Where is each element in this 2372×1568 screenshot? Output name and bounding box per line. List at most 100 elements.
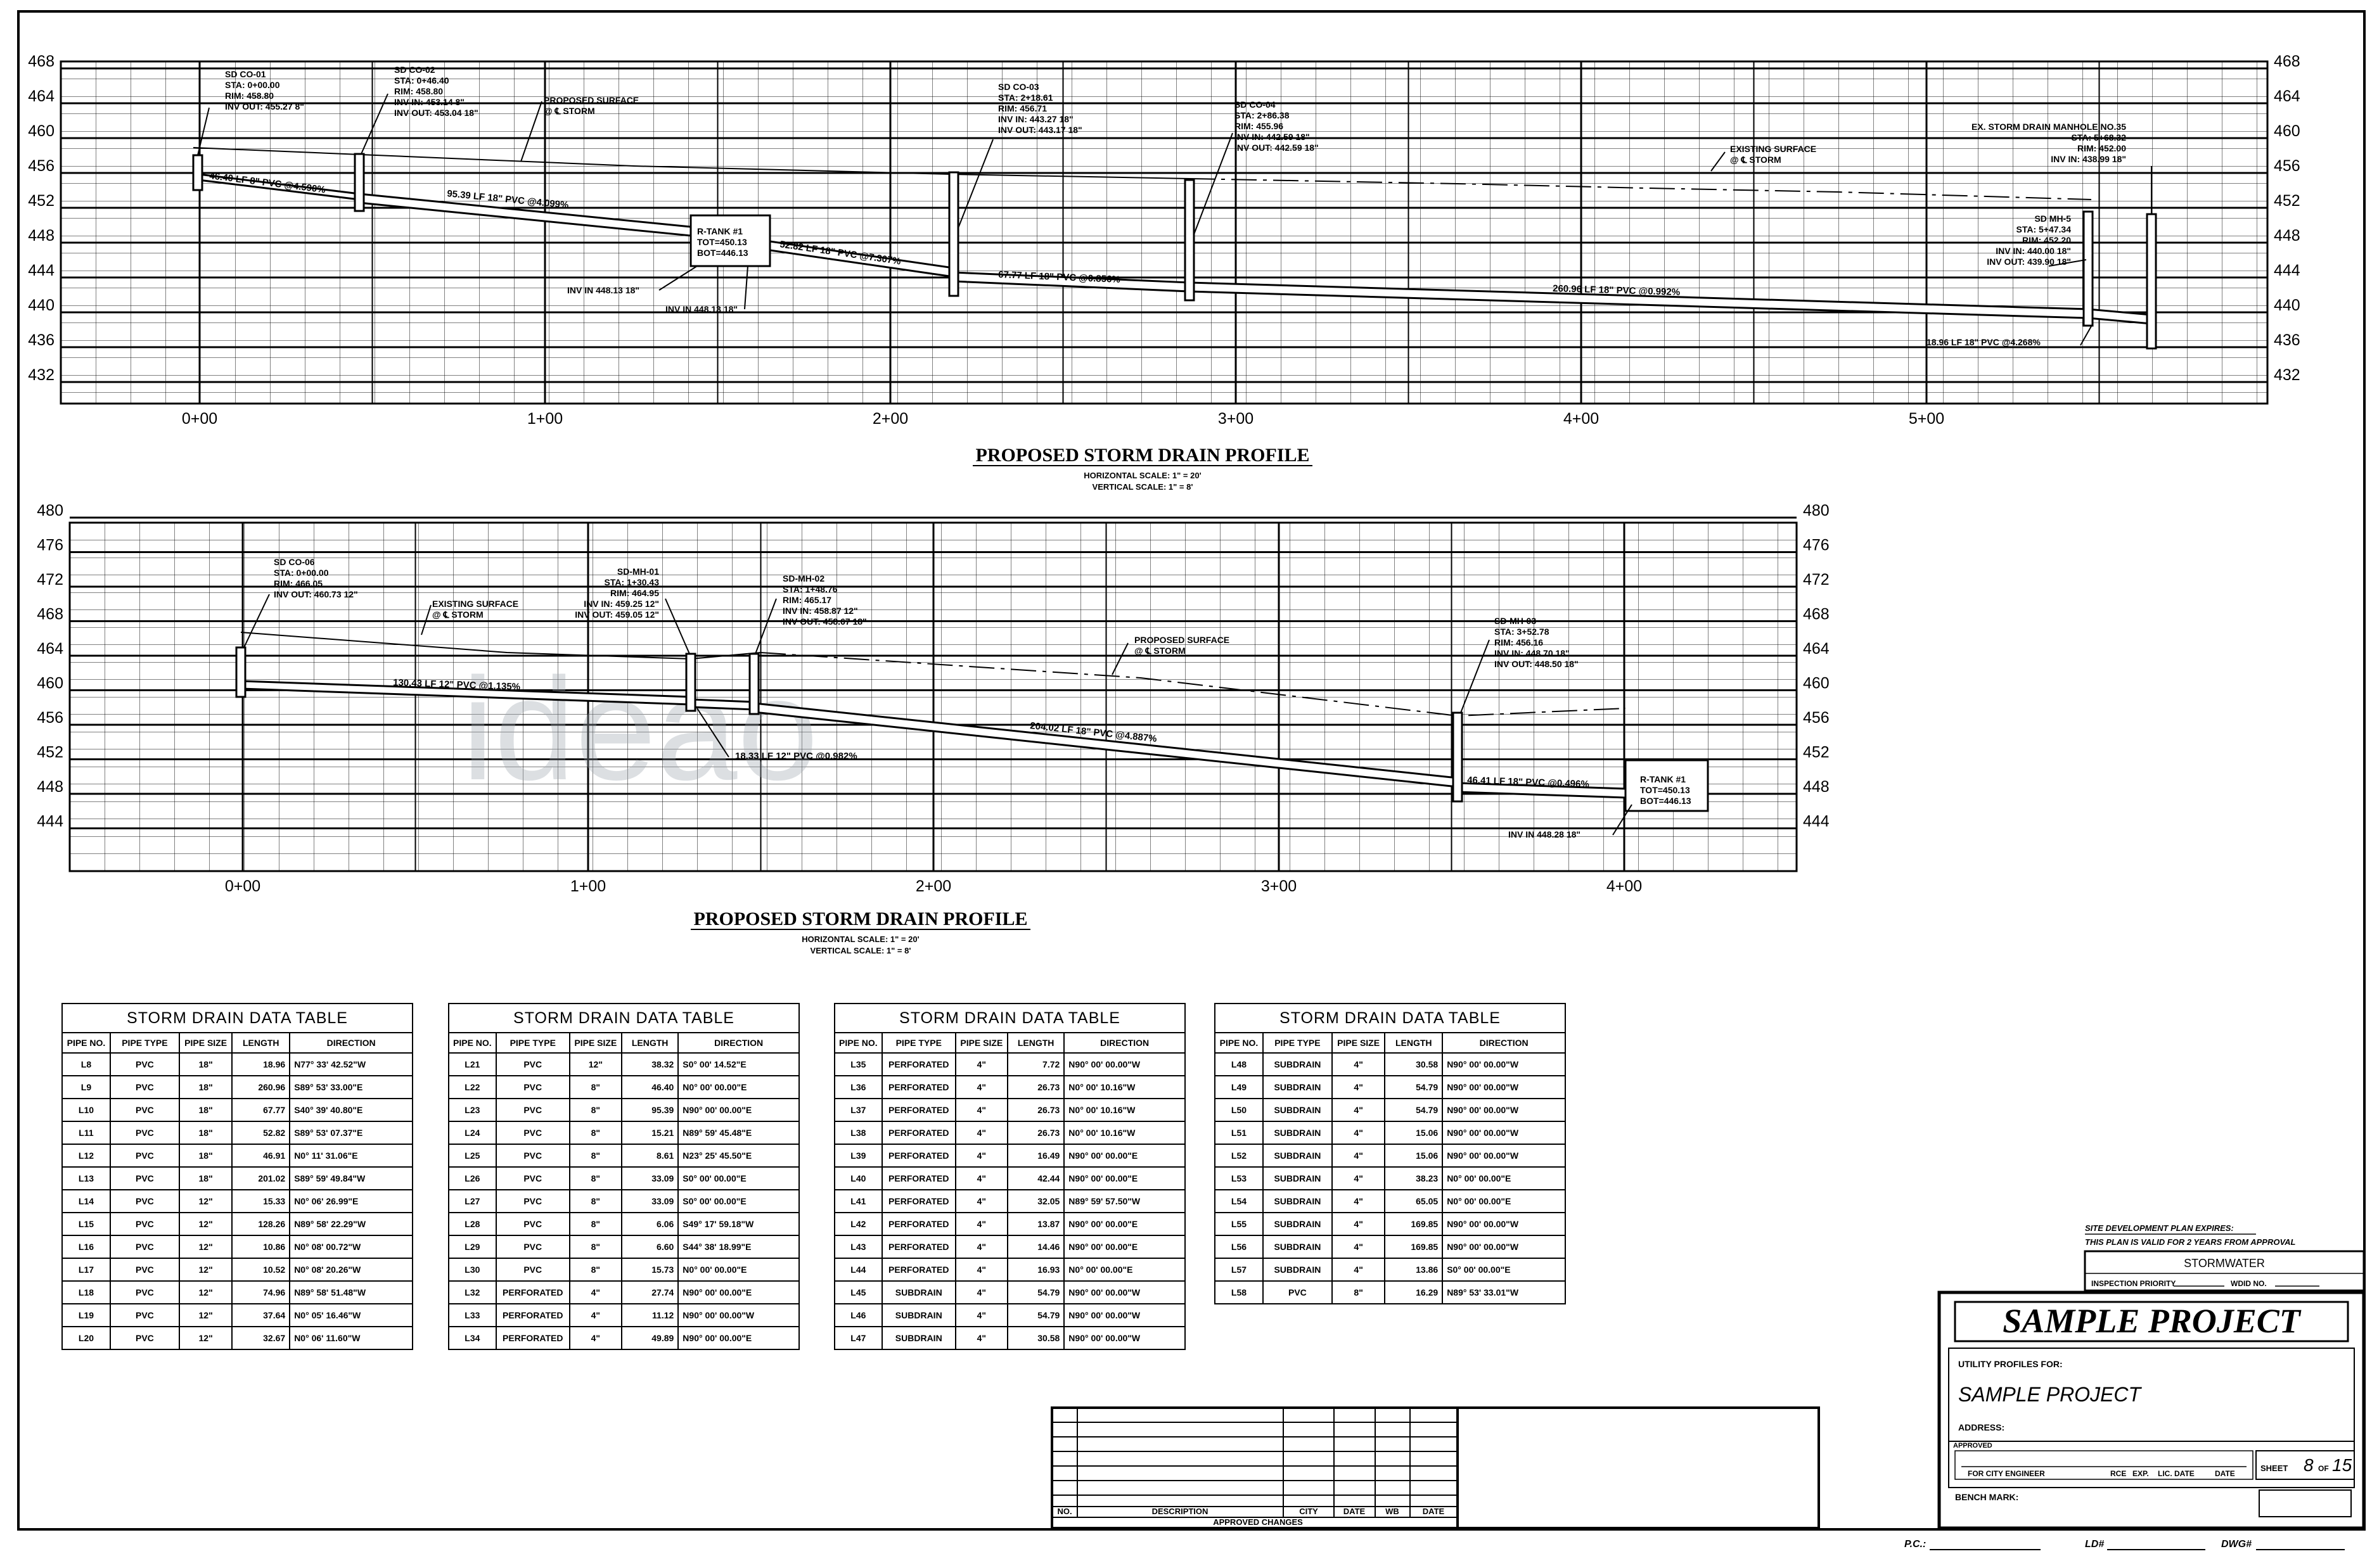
revision-header: DATE — [1343, 1507, 1366, 1516]
callout-text: RIM: 456.71 — [998, 103, 1047, 113]
table-cell: 10.52 — [231, 1258, 291, 1282]
table-cell: L39 — [834, 1144, 883, 1168]
table-cell: PVC — [495, 1098, 570, 1122]
table-cell: PERFORATED — [881, 1098, 956, 1122]
table-cell: 4" — [954, 1280, 1008, 1304]
table-cell: N90° 00' 00.00"W — [1063, 1326, 1186, 1350]
for-city-engineer-label: FOR CITY ENGINEER — [1968, 1469, 2045, 1478]
elevation-label-right: 472 — [1803, 571, 1830, 589]
table-cell: L24 — [448, 1121, 497, 1145]
table-cell: 18" — [178, 1052, 233, 1076]
table-cell: L55 — [1214, 1212, 1264, 1236]
table-cell: N0° 00' 10.16"W — [1063, 1075, 1186, 1099]
profile-1-vertical-scale: VERTICAL SCALE: 1" = 8' — [1093, 482, 1193, 492]
table-column-header: PIPE NO. — [448, 1032, 497, 1054]
date-label: DATE — [2215, 1469, 2235, 1478]
table-cell: N90° 00' 00.00"W — [1442, 1052, 1566, 1076]
table-cell: PVC — [495, 1121, 570, 1145]
table-cell: 12" — [568, 1052, 622, 1076]
table-cell: 54.79 — [1384, 1075, 1444, 1099]
table-cell: SUBDRAIN — [1262, 1052, 1333, 1076]
table-cell: N90° 00' 00.00"W — [1442, 1212, 1566, 1236]
callout-text: SD-MH-02 — [783, 573, 824, 583]
revision-header: DATE — [1423, 1507, 1445, 1516]
table-cell: L21 — [448, 1052, 497, 1076]
callout-text: SD CO-06 — [274, 557, 315, 567]
callout-text: RIM: 452.00 — [2077, 143, 2126, 153]
table-cell: L35 — [834, 1052, 883, 1076]
table-cell: 54.79 — [1006, 1280, 1065, 1304]
profile-1-title: PROPOSED STORM DRAIN PROFILE — [976, 445, 1310, 466]
table-cell: 4" — [954, 1075, 1008, 1099]
table-cell: L53 — [1214, 1166, 1264, 1190]
table-cell: 10.86 — [231, 1235, 291, 1259]
table-cell: SUBDRAIN — [1262, 1121, 1333, 1145]
table-cell: 18" — [178, 1098, 233, 1122]
table-cell: L26 — [448, 1166, 497, 1190]
table-cell: PVC — [495, 1212, 570, 1236]
callout-text: STA: 3+52.78 — [1494, 627, 1549, 637]
table-cell: PERFORATED — [881, 1166, 956, 1190]
callout-text: @ ℄ STORM — [1730, 155, 1781, 165]
project-name-title: SAMPLE PROJECT — [2003, 1302, 2302, 1340]
table-cell: PVC — [495, 1189, 570, 1213]
table-cell: 26.73 — [1006, 1121, 1065, 1145]
exp-label: EXP. — [2132, 1469, 2149, 1478]
callout-text: RIM: 466.05 — [274, 578, 323, 589]
callout-text: INV IN: 440.00 18" — [1996, 246, 2071, 256]
table-cell: L49 — [1214, 1075, 1264, 1099]
table-cell: PVC — [109, 1258, 180, 1282]
pipe-label: 46.41 LF 18" PVC @0.496% — [1467, 775, 1589, 790]
table-cell: N90° 00' 00.00"E — [1063, 1166, 1186, 1190]
table-cell: 30.58 — [1006, 1326, 1065, 1350]
elevation-label-left: 460 — [28, 122, 54, 140]
table-cell: L44 — [834, 1258, 883, 1282]
callout-text: INV IN 448.28 18" — [1508, 829, 1580, 839]
table-cell: 8" — [568, 1121, 622, 1145]
elevation-label-right: 452 — [2274, 192, 2300, 210]
sheet-label: SHEET — [2260, 1463, 2288, 1473]
callout-text: INV OUT: 458.67 18" — [783, 616, 867, 627]
table-cell: 4" — [954, 1212, 1008, 1236]
table-column-header: PIPE SIZE — [568, 1032, 622, 1054]
table-cell: 4" — [1331, 1121, 1386, 1145]
table-cell: 42.44 — [1006, 1166, 1065, 1190]
callout-text: BOT=446.13 — [697, 248, 748, 258]
station-label: 2+00 — [916, 877, 951, 895]
table-cell: 26.73 — [1006, 1098, 1065, 1122]
profile-1-leaders — [197, 93, 2152, 346]
ex-manhole-35-structure — [2146, 213, 2157, 350]
table-cell: N89° 58' 51.48"W — [289, 1280, 413, 1304]
elevation-label-left: 476 — [37, 537, 63, 554]
table-column-header: DIRECTION — [1442, 1032, 1566, 1054]
table-cell: L50 — [1214, 1098, 1264, 1122]
table-cell: L27 — [448, 1189, 497, 1213]
table-cell: 18.96 — [231, 1052, 291, 1076]
sd-mh-03-structure — [1452, 711, 1463, 803]
table-cell: L9 — [61, 1075, 111, 1099]
table-cell: N90° 00' 00.00"W — [1442, 1075, 1566, 1099]
r-tank-1-structure — [689, 214, 771, 267]
table-title: STORM DRAIN DATA TABLE — [1214, 1003, 1566, 1033]
callout-text: SD-MH-03 — [1494, 616, 1536, 626]
table-cell: N0° 05' 16.46"W — [289, 1303, 413, 1327]
address-label: ADDRESS: — [1958, 1422, 2004, 1432]
table-cell: 8" — [568, 1098, 622, 1122]
table-cell: L25 — [448, 1144, 497, 1168]
table-cell: PERFORATED — [495, 1280, 570, 1304]
table-cell: SUBDRAIN — [1262, 1189, 1333, 1213]
